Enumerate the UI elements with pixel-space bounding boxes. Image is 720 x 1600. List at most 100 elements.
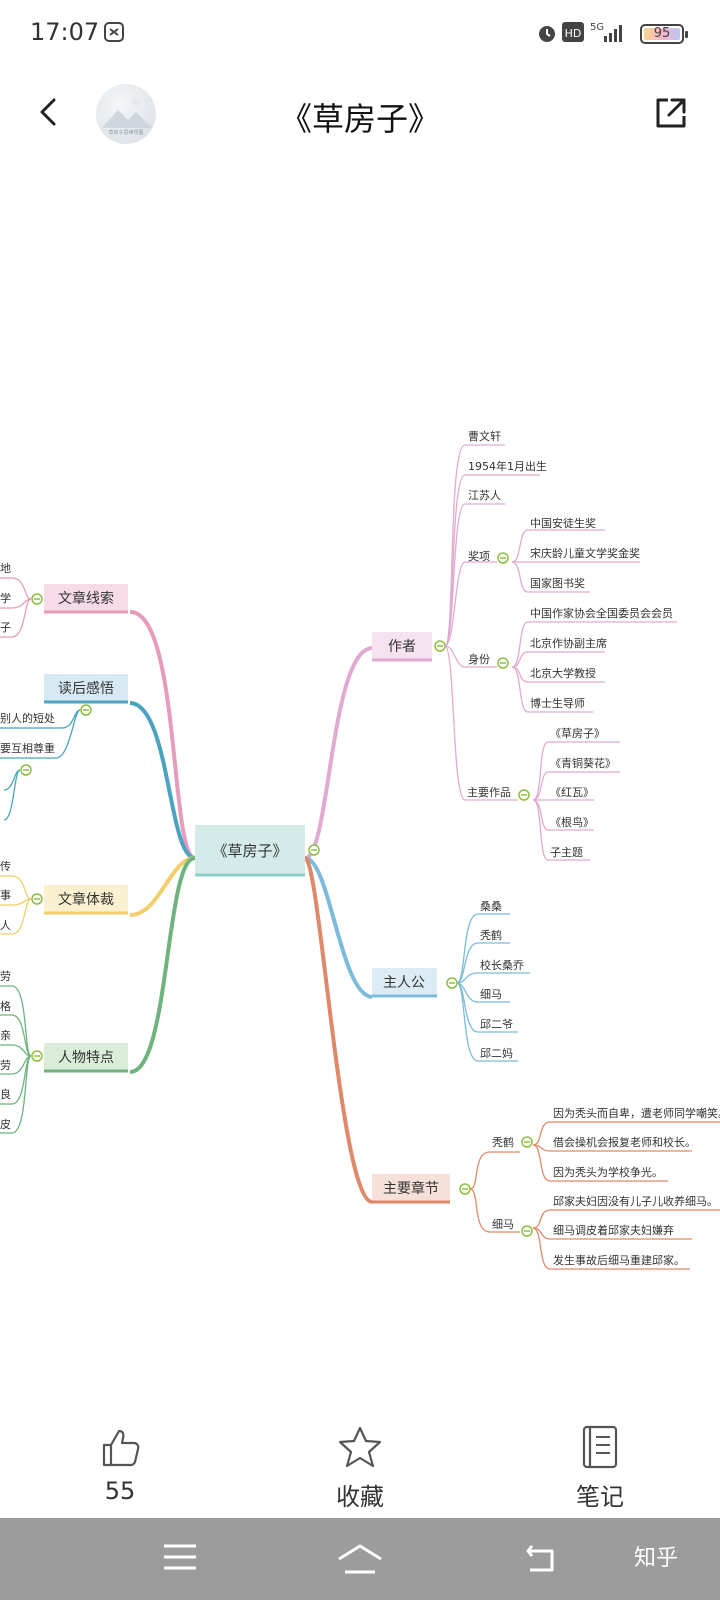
back-button[interactable] <box>30 94 66 130</box>
protagonist-connectors <box>456 913 530 1062</box>
chapter-item: 因为秃头为学校争光。 <box>553 1165 663 1179</box>
collapse-icon[interactable] <box>20 764 32 776</box>
author-node[interactable]: 作者 <box>372 632 432 662</box>
back-arrow-icon <box>40 98 56 126</box>
author-fact: 1954年1月出生 <box>468 459 547 473</box>
home-icon <box>338 1544 382 1574</box>
collapse-icon[interactable] <box>31 1050 43 1062</box>
chapter-item: 因为秃头而自卑，遭老师同学嘲笑。 <box>553 1106 720 1120</box>
protagonist-item: 邱二爷 <box>480 1017 513 1031</box>
insight-item: 别人的短处 <box>0 711 55 725</box>
hd-icon: HD <box>562 22 584 46</box>
protagonist-item: 校长桑乔 <box>480 958 524 972</box>
back-nav-button[interactable] <box>524 1542 558 1578</box>
clue-label: 文章线索 <box>58 590 114 607</box>
insight-node[interactable]: 读后感悟 <box>44 674 128 704</box>
protagonists-node[interactable]: 主人公 <box>372 968 437 998</box>
clue-node[interactable]: 文章线索 <box>44 584 128 614</box>
works-item: 《青铜葵花》 <box>550 756 616 770</box>
genre-label: 文章体裁 <box>58 891 114 908</box>
insight-item: 要互相尊重 <box>0 741 55 755</box>
notes-button[interactable]: 笔记 <box>540 1415 660 1512</box>
award-item: 中国安徒生奖 <box>530 516 596 530</box>
root-collapse-icon[interactable] <box>308 844 320 856</box>
favorite-button[interactable]: 收藏 <box>300 1415 420 1512</box>
zhihu-watermark: 知乎 <box>634 1546 679 1571</box>
clue-item: 子 <box>0 621 11 634</box>
protagonist-item: 细马 <box>480 988 502 1001</box>
works-item: 《红瓦》 <box>550 786 594 799</box>
works-item: 子主题 <box>550 846 583 859</box>
insight-label: 读后感悟 <box>58 680 114 697</box>
like-count: 55 <box>104 1477 136 1505</box>
protagonists-collapse-icon[interactable] <box>446 977 458 989</box>
mindmap-canvas[interactable]: 《草房子》 作者 曹文轩 1954年1月出生 江苏人 奖项 中国安徒生奖 宋庆龄… <box>0 160 720 1410</box>
collapse-icon[interactable] <box>518 789 530 801</box>
return-icon <box>526 1545 554 1572</box>
chapters-node[interactable]: 主要章节 <box>372 1174 450 1204</box>
author-label: 作者 <box>388 639 416 655</box>
author-collapse-icon[interactable] <box>434 640 446 652</box>
collapse-icon[interactable] <box>497 552 509 564</box>
collapse-icon[interactable] <box>521 1136 533 1148</box>
awards-label: 奖项 <box>468 549 490 563</box>
home-nav-button[interactable] <box>336 1542 384 1580</box>
page-title: 《草房子》 <box>279 100 440 138</box>
collapse-icon[interactable] <box>80 704 92 716</box>
header: 草房子思维导图 《草房子》 <box>0 72 720 152</box>
genre-node[interactable]: 文章体裁 <box>44 885 128 915</box>
status-time: 17:07 <box>30 18 100 46</box>
clue-item: 地 <box>0 562 11 575</box>
chapter-connectors <box>469 1121 720 1270</box>
battery-indicator: 95 <box>640 24 688 44</box>
traits-node[interactable]: 人物特点 <box>44 1043 128 1073</box>
svg-text:草房子思维导图: 草房子思维导图 <box>108 129 143 136</box>
protagonist-item: 邱二妈 <box>480 1046 513 1060</box>
favorite-label: 收藏 <box>336 1483 384 1511</box>
trait-item: 良 <box>0 1087 11 1101</box>
star-icon <box>338 1426 382 1468</box>
award-item: 宋庆龄儿童文学奖金奖 <box>530 546 640 560</box>
award-item: 国家图书奖 <box>530 576 585 590</box>
identity-label: 身份 <box>468 652 490 666</box>
chapters-collapse-icon[interactable] <box>459 1183 471 1195</box>
author-fact: 江苏人 <box>468 489 501 502</box>
svg-text:5G: 5G <box>590 22 604 33</box>
protagonist-item: 秃鹤 <box>480 928 502 942</box>
action-bar: 55 收藏 笔记 <box>0 1415 720 1515</box>
identity-item: 中国作家协会全国委员会会员 <box>530 606 673 620</box>
root-node[interactable]: 《草房子》 <box>195 825 305 877</box>
collapse-icon[interactable] <box>497 657 509 669</box>
chapter-item: 邱家夫妇因没有儿子儿收养细马。 <box>553 1194 718 1208</box>
identity-item: 北京作协副主席 <box>530 636 607 650</box>
root-label: 《草房子》 <box>212 842 287 860</box>
notebook-icon <box>582 1425 618 1469</box>
menu-icon <box>164 1544 196 1570</box>
author-connectors <box>444 444 677 861</box>
main-branches <box>129 609 373 1204</box>
chapter-item: 发生事故后细马重建邱家。 <box>553 1253 685 1267</box>
genre-item: 人 <box>0 919 11 932</box>
works-item: 《根鸟》 <box>550 815 594 829</box>
share-button[interactable] <box>654 96 688 130</box>
chapter-item: 细马调皮着邱家夫妇嫌弃 <box>553 1223 674 1237</box>
protagonist-item: 桑桑 <box>480 900 502 913</box>
genre-item: 事 <box>0 889 11 902</box>
protagonists-label: 主人公 <box>383 975 425 991</box>
trait-item: 劳 <box>0 1059 11 1072</box>
collapse-icon[interactable] <box>521 1225 533 1237</box>
screenshot-icon <box>104 22 124 46</box>
chapter-label: 秃鹤 <box>492 1135 514 1149</box>
avatar[interactable]: 草房子思维导图 <box>96 84 156 144</box>
svg-text:HD: HD <box>565 27 582 40</box>
thumbs-up-icon <box>102 1429 140 1467</box>
system-nav-bar: 知乎 <box>0 1518 720 1600</box>
collapse-icon[interactable] <box>31 893 43 905</box>
collapse-icon[interactable] <box>31 593 43 605</box>
trait-item: 亲 <box>0 1028 11 1042</box>
like-button[interactable]: 55 <box>60 1415 180 1505</box>
identity-item: 北京大学教授 <box>530 666 596 680</box>
identity-item: 博士生导师 <box>530 696 585 710</box>
chapter-label: 细马 <box>492 1218 514 1231</box>
menu-nav-button[interactable] <box>162 1542 198 1576</box>
